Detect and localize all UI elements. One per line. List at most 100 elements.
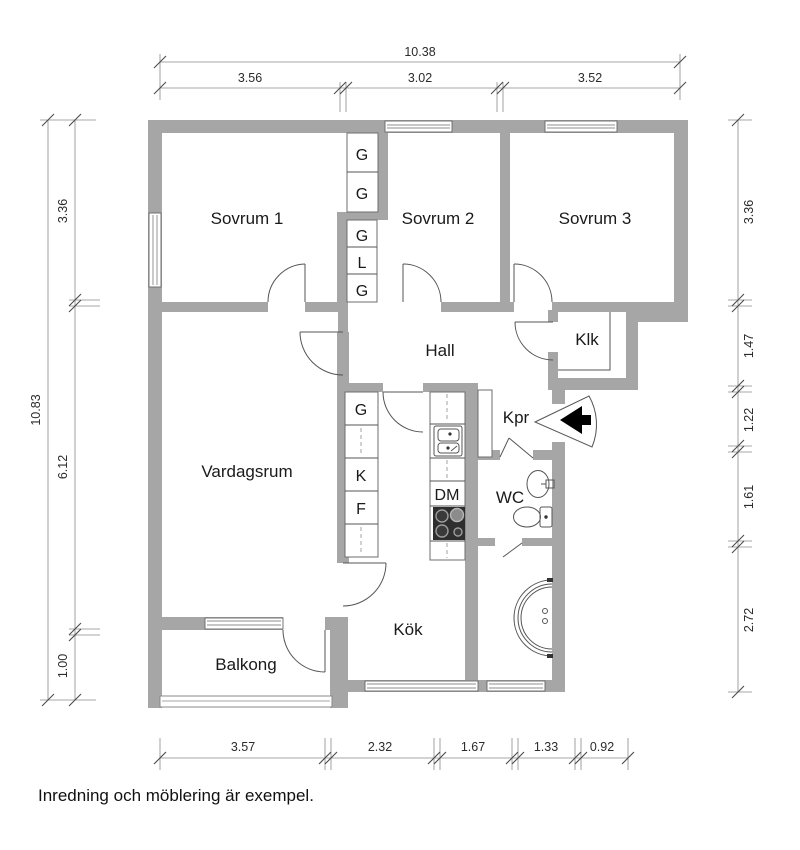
closet-column-lower: G L G [346, 219, 378, 303]
wall-closet-left-lower [337, 220, 347, 302]
dim-bottom-seg3: 1.67 [461, 740, 485, 754]
wall-right-lower-a [552, 390, 565, 404]
doors [267, 263, 598, 673]
room-label-hall: Hall [425, 341, 454, 360]
room-label-sovrum2: Sovrum 2 [402, 209, 475, 228]
dim-top-overall: 10.38 [404, 45, 435, 59]
balkong-door-opening [283, 615, 325, 632]
dim-top-seg3: 3.52 [578, 71, 602, 85]
room-label-wc: WC [496, 488, 524, 507]
wall-closet-sep [337, 212, 388, 220]
wall-right-upper [674, 120, 688, 322]
closet-letter: G [356, 147, 368, 164]
room-label-sovrum3: Sovrum 3 [559, 209, 632, 228]
dim-left-seg1: 3.36 [56, 199, 70, 223]
kitchen-cabinet-column: G K F [344, 391, 379, 558]
closet-letter: L [358, 255, 367, 272]
kitchen-counter: DM [429, 391, 466, 561]
fridge-letter: K [356, 468, 367, 485]
balkong-rail [159, 695, 333, 708]
room-label-vardagsrum: Vardagsrum [201, 462, 292, 481]
door-klk [514, 321, 554, 361]
dimension-chain-bottom: 3.57 2.32 1.67 1.33 0.92 [153, 738, 635, 770]
wall-klk-step [626, 310, 688, 322]
entrance-door [533, 395, 598, 448]
room-label-sovrum1: Sovrum 1 [211, 209, 284, 228]
dim-bottom-seg5: 0.92 [590, 740, 614, 754]
kitchen-sink-icon [433, 425, 463, 457]
kpr-cabinet [477, 389, 493, 458]
wall-balkong-right [330, 617, 348, 708]
window-sovrum2-top [384, 120, 453, 133]
windows [148, 120, 618, 692]
dim-right-seg2: 1.47 [742, 334, 756, 358]
closet-letter: G [356, 186, 368, 203]
door-kok-vardagsrum [342, 562, 387, 607]
window-sovrum3-top [544, 120, 618, 133]
wall-klk-left-a [548, 310, 558, 322]
wall-h2-c [441, 302, 514, 312]
cabinet-letter: G [355, 402, 367, 419]
wall-klk-bottom [552, 378, 638, 390]
wall-hall-south-b [423, 383, 478, 392]
closet-column-upper: G G [346, 132, 379, 213]
window-dusch-bottom [486, 680, 546, 692]
entrance-arrow-icon [560, 406, 591, 434]
dim-top-seg2: 3.02 [408, 71, 432, 85]
room-label-balkong: Balkong [215, 655, 276, 674]
wc-sink-icon [526, 470, 555, 498]
wc-fixtures [513, 470, 555, 528]
door-vardagsrum [299, 331, 344, 376]
room-label-klk: Klk [575, 330, 599, 349]
dimension-chain-right: 3.36 1.47 1.22 1.61 2.72 [728, 113, 756, 699]
dishwasher-label: DM [435, 487, 460, 504]
dim-right-seg1: 3.36 [742, 200, 756, 224]
wall-klk-left-b [548, 352, 558, 390]
dim-right-seg5: 2.72 [742, 608, 756, 632]
door-wc [499, 437, 534, 459]
window-kok-bottom [364, 680, 479, 692]
wall-wc-top-b [533, 450, 552, 460]
wall-h2-b [305, 302, 348, 312]
door-sovrum3 [513, 263, 553, 303]
wall-hall-south-a [337, 383, 383, 392]
klk-shelf-outline [558, 312, 611, 371]
wall-closet-right-upper [378, 133, 388, 212]
freezer-letter: F [356, 501, 366, 518]
window-vardagsrum-balkong [204, 617, 284, 630]
dim-left-seg3: 1.00 [56, 654, 70, 678]
wall-right-lower-b [552, 442, 565, 692]
wall-wc-bottom-a [478, 538, 495, 546]
door-sovrum2 [402, 263, 442, 303]
window-sovrum1-left [148, 212, 162, 288]
footnote-text: Inredning och möblering är exempel. [38, 786, 314, 805]
dim-right-seg3: 1.22 [742, 408, 756, 432]
room-label-kok: Kök [393, 620, 423, 639]
wall-h2-a [148, 302, 268, 312]
door-hall-kok [382, 391, 424, 433]
door-sovrum1 [267, 263, 306, 303]
dim-bottom-seg1: 3.57 [231, 740, 255, 754]
dim-right-seg4: 1.61 [742, 485, 756, 509]
shower-icon [513, 578, 553, 658]
wall-wc-bottom-b [522, 538, 552, 546]
door-dusch [502, 542, 523, 558]
dim-top-seg1: 3.56 [238, 71, 262, 85]
wall-klk-right [626, 310, 638, 390]
room-label-kpr: Kpr [503, 408, 530, 427]
dimension-chain-left: 10.83 3.36 6.12 1.00 [29, 113, 100, 707]
wall-kok-bad [465, 392, 478, 680]
closet-letter: G [356, 228, 368, 245]
wall-h2-stub [338, 310, 348, 332]
dim-bottom-seg4: 1.33 [534, 740, 558, 754]
dim-left-seg2: 6.12 [56, 455, 70, 479]
wall-s2-s3 [500, 133, 510, 302]
wall-h2-d [552, 302, 674, 312]
dim-bottom-seg2: 2.32 [368, 740, 392, 754]
dimension-chain-top: 10.38 3.56 3.02 3.52 [153, 45, 687, 112]
closet-letter: G [356, 283, 368, 300]
room-labels: Sovrum 1 Sovrum 2 Sovrum 3 Hall Klk Kpr … [201, 209, 631, 674]
dim-left-overall: 10.83 [29, 394, 43, 425]
